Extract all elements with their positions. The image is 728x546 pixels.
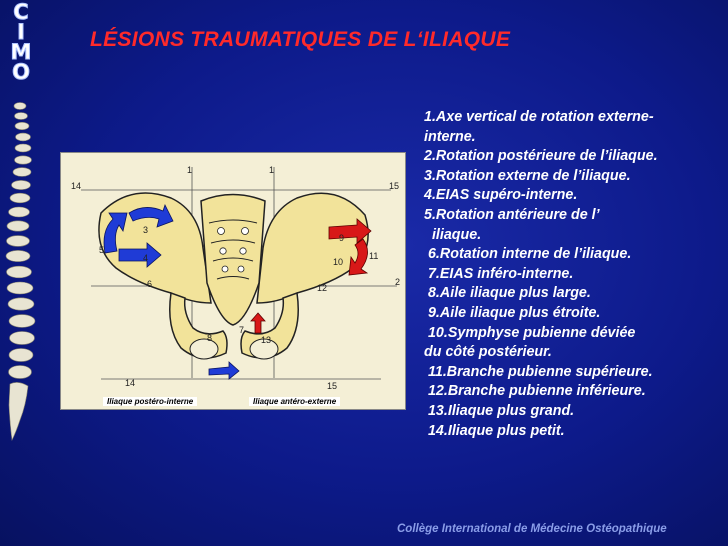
diagram-number: 2 [395, 277, 400, 287]
diagram-number: 3 [143, 225, 148, 235]
diagram-number: 14 [125, 378, 135, 388]
diagram-number: 14 [71, 181, 81, 191]
legend-item: 12.Branche pubienne inférieure. [424, 383, 646, 400]
diagram-number: 4 [143, 253, 148, 263]
legend-list: 1.Axe vertical de rotation externe- inte… [424, 108, 724, 441]
slide-title: LÉSIONS TRAUMATIQUES DE L‘ILIAQUE [90, 28, 511, 51]
logo-letter: C [13, 0, 29, 24]
diagram-number: 13 [261, 335, 271, 345]
diagram-number: 5 [99, 245, 104, 255]
diagram-number: 10 [333, 257, 343, 267]
diagram-number: 15 [389, 181, 399, 191]
legend-item: 14.Iliaque plus petit. [424, 422, 565, 439]
logo-letter: O [12, 60, 31, 84]
legend-item: 1.Axe vertical de rotation externe- [424, 109, 654, 125]
diagram-number: 6 [147, 279, 152, 289]
diagram-number: 12 [317, 283, 327, 293]
diagram-number: 11 [369, 251, 378, 261]
diagram-number: 8 [207, 333, 212, 343]
diagram-number: 15 [327, 381, 337, 391]
footer-institution: Collège International de Médecine Ostéop… [397, 523, 667, 535]
legend-item: 13.Iliaque plus grand. [424, 402, 575, 419]
diagram-number: 9 [339, 233, 344, 243]
legend-item: interne. [424, 128, 476, 145]
diagram-number: 7 [239, 325, 244, 335]
legend-item: 5.Rotation antérieure de l’ [424, 206, 600, 223]
logo-letter: I [17, 20, 26, 44]
diagram-number: 1 [269, 165, 274, 175]
legend-item: 9.Aile iliaque plus étroite. [424, 304, 601, 321]
legend-item: 7.EIAS inféro-interne. [424, 265, 574, 282]
caption-anterior-external: Iliaque antéro-externe [249, 397, 341, 406]
legend-item: iliaque. [424, 226, 482, 243]
legend-item: 6.Rotation interne de l’iliaque. [424, 246, 632, 263]
legend-item: 2.Rotation postérieure de l’iliaque. [424, 148, 658, 165]
spine-icon [5, 102, 36, 442]
pelvis-illustration: 1 1 2 3 4 5 6 7 8 9 10 11 12 13 14 15 14… [60, 152, 406, 410]
legend-item: 3.Rotation externe de l’iliaque. [424, 167, 631, 184]
legend-item: du côté postérieur. [424, 344, 552, 361]
legend-item: 10.Symphyse pubienne déviée [424, 324, 636, 341]
diagram-number: 1 [187, 165, 192, 175]
cimo-logo: C I M O [6, 0, 36, 84]
pelvis-diagram: 1 1 2 3 4 5 6 7 8 9 10 11 12 13 14 15 14… [71, 165, 400, 391]
logo-letter: M [10, 40, 32, 64]
caption-posterior-internal: Iliaque postéro-interne [103, 397, 198, 406]
legend-item: 11.Branche pubienne supérieure. [424, 363, 653, 380]
legend-item: 8.Aile iliaque plus large. [424, 285, 591, 302]
legend-item: 4.EIAS supéro-interne. [424, 187, 578, 204]
